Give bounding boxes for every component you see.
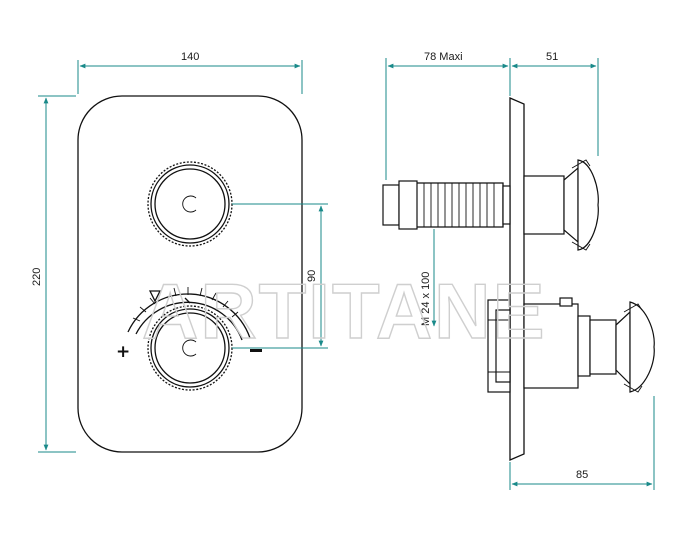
dimension-projection: 85 bbox=[509, 396, 655, 490]
minus-symbol bbox=[250, 349, 262, 352]
upper-knob bbox=[147, 161, 233, 247]
temperature-scale-arc bbox=[127, 293, 251, 339]
dimension-depth: 78 Maxi bbox=[385, 51, 511, 180]
spacing-label: 90 bbox=[306, 270, 318, 282]
dimension-spacing: 90 bbox=[232, 203, 328, 349]
dimension-thread: M 24 x 100 bbox=[420, 229, 437, 327]
temperature-scale-arc-inner bbox=[135, 301, 243, 341]
projection-label: 85 bbox=[576, 469, 588, 481]
handle-label: 51 bbox=[546, 51, 558, 63]
front-view: + 140 220 90 bbox=[31, 51, 328, 453]
upper-handle bbox=[523, 159, 599, 251]
reference-mark bbox=[184, 297, 191, 304]
thread-label: M 24 x 100 bbox=[420, 272, 432, 326]
scale-ticks bbox=[132, 287, 239, 322]
stop-marker-icon bbox=[148, 290, 162, 303]
side-view: 78 Maxi 51 85 M 24 x 100 bbox=[382, 51, 655, 490]
lower-knob bbox=[147, 305, 233, 391]
watermark: ARTITANE bbox=[142, 267, 547, 355]
dimension-width: 140 bbox=[77, 51, 303, 94]
dimension-height: 220 bbox=[31, 95, 76, 453]
threaded-body bbox=[382, 180, 511, 230]
depth-label: 78 Maxi bbox=[424, 51, 463, 63]
lower-cartridge bbox=[487, 297, 591, 393]
dimension-handle: 51 bbox=[511, 51, 599, 156]
lower-handle bbox=[589, 301, 655, 393]
plus-symbol: + bbox=[116, 342, 130, 362]
height-label: 220 bbox=[31, 268, 43, 286]
front-plate bbox=[77, 95, 303, 453]
width-label: 140 bbox=[181, 51, 199, 63]
